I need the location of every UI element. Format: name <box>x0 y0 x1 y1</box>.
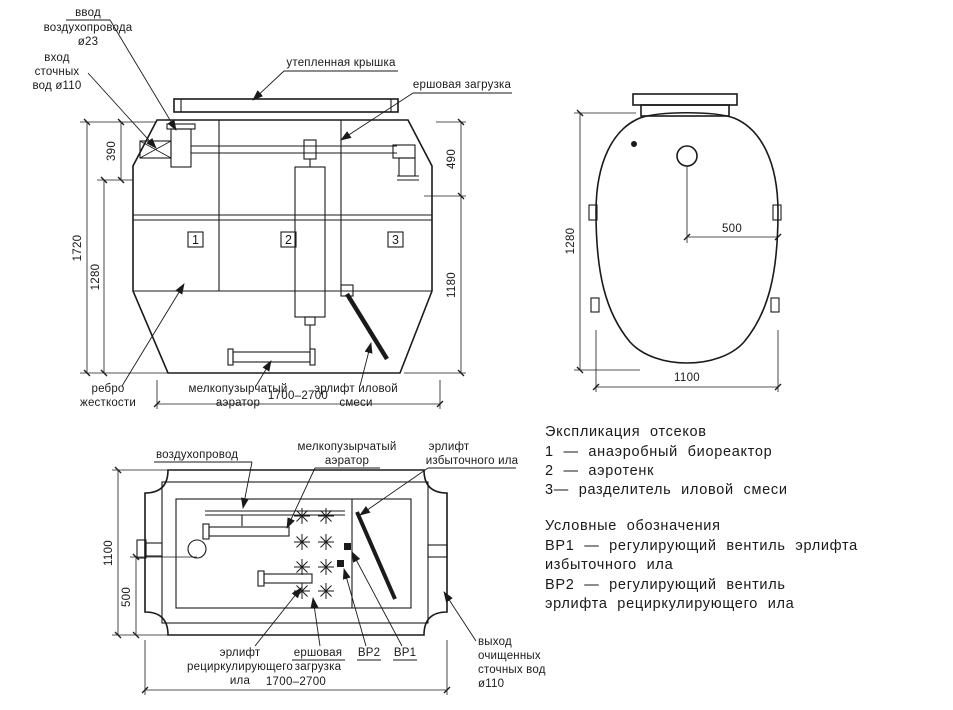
brush-media-block <box>294 166 326 349</box>
label-outlet-line4: ø110 <box>478 678 504 690</box>
label-aerator-plan-line2: аэратор <box>325 455 369 467</box>
dim-500-top: 500 <box>722 223 742 235</box>
dim-1280-top: 1280 <box>565 228 577 255</box>
label-recirc-airlift-line1: эрлифт <box>220 647 261 659</box>
label-insulated-cover: утепленная крышка <box>286 57 396 69</box>
legend-vr2-line2: эрлифта рециркулирующего ила <box>545 596 795 612</box>
vent-point <box>631 141 637 147</box>
legend-vr2-line1: ВР2 — регулирующий вентиль <box>545 577 786 593</box>
label-sludge-airlift-line1: эрлифт иловой <box>314 383 398 395</box>
label-outlet-line3: сточных вод <box>478 664 546 676</box>
dim-1280-front: 1280 <box>90 264 102 291</box>
dim-width-plan: 1700–2700 <box>266 676 326 688</box>
label-excess-airlift-line1: эрлифт <box>429 441 470 453</box>
compartment-3-tag: 3 <box>392 233 399 247</box>
legend-compartment-3: 3— разделитель иловой смеси <box>545 482 788 498</box>
label-excess-airlift-line2: избыточного ила <box>426 455 519 467</box>
label-stiffening-rib-line2: жесткости <box>80 397 136 409</box>
fine-bubble-aerator <box>227 348 316 366</box>
air-distribution-pipe <box>191 139 397 167</box>
legend-compartments-title: Экспликация отсеков <box>545 424 707 440</box>
plan-diffuser-stars <box>293 507 335 600</box>
label-aerator-front-line2: аэратор <box>216 397 260 409</box>
plan-aerators <box>202 523 313 587</box>
dim-490: 490 <box>446 149 458 169</box>
label-sludge-airlift-line2: смеси <box>339 397 372 409</box>
legend-text: Экспликация отсеков 1 — анаэробный биоре… <box>545 424 858 612</box>
label-air-inlet-line2: воздухопровода <box>44 22 133 34</box>
top-view: 500 1280 1100 <box>565 93 782 392</box>
label-aerator-front-line1: мелкопузырчатый <box>189 383 288 395</box>
label-outlet-line2: очищенных <box>478 650 541 662</box>
plan-inlet <box>136 539 207 559</box>
valve-vr1 <box>344 543 351 550</box>
insulated-cover <box>173 98 399 113</box>
dim-1100-top: 1100 <box>674 372 700 384</box>
legend-compartment-2: 2 — аэротенк <box>545 463 654 479</box>
label-stiffening-rib-line1: ребро <box>91 383 124 395</box>
label-air-duct: воздухопровод <box>156 449 238 461</box>
legend-symbols-title: Условные обозначения <box>545 518 721 534</box>
sludge-airlift-pipe <box>340 284 389 361</box>
label-brush-media-plan-line1: ершовая <box>294 647 342 659</box>
plan-view: 1100 500 1700–2700 воздухопровод мелкопу… <box>103 441 546 695</box>
outlet-elbow <box>392 144 419 181</box>
label-brush-media-front: ершовая загрузка <box>413 79 512 91</box>
label-brush-media-plan-line2: загрузка <box>295 661 342 673</box>
label-recirc-airlift-line2: рециркулирующего <box>187 661 293 673</box>
front-callouts: ввод воздухопровода ø23 вход сточных вод… <box>33 7 512 409</box>
label-vr1: ВР1 <box>394 647 416 659</box>
compartment-1-tag: 1 <box>192 233 199 247</box>
label-recirc-airlift-line3: ила <box>230 675 251 687</box>
label-outlet-line1: выход <box>478 636 512 648</box>
label-inlet-line1: вход <box>44 52 69 64</box>
legend-compartment-1: 1 — анаэробный биореактор <box>545 444 772 460</box>
compartment-tags: 1 2 3 <box>187 231 404 248</box>
dim-1180: 1180 <box>446 272 458 298</box>
label-inlet-line2: сточных <box>35 66 80 78</box>
label-inlet-line3: вод ø110 <box>33 80 82 92</box>
label-air-inlet-line3: ø23 <box>78 36 98 48</box>
plan-valves <box>337 543 351 567</box>
hatch-circle <box>676 145 698 167</box>
plan-outlet <box>427 544 448 558</box>
dim-width-front: 1700–2700 <box>268 390 328 402</box>
plan-dimensions: 1100 500 1700–2700 <box>103 466 451 695</box>
dim-1100-plan: 1100 <box>103 540 115 566</box>
compartment-2-tag: 2 <box>285 233 292 247</box>
label-air-inlet-line1: ввод <box>75 7 101 19</box>
top-view-body <box>588 93 782 364</box>
legend-vr1-line1: ВР1 — регулирующий вентиль эрлифта <box>545 538 858 554</box>
label-vr2: ВР2 <box>358 647 380 659</box>
top-view-dimensions: 500 1280 1100 <box>565 109 782 392</box>
dim-500-plan: 500 <box>121 587 133 607</box>
front-view: 1 2 3 390 1280 1720 490 1180 1700–2700 <box>33 7 512 409</box>
dim-390: 390 <box>106 141 118 161</box>
label-aerator-plan-line1: мелкопузырчатый <box>298 441 397 453</box>
valve-vr2 <box>337 560 344 567</box>
plan-outline <box>144 469 448 636</box>
plan-callouts: воздухопровод мелкопузырчатый аэратор эр… <box>154 441 546 690</box>
front-dimensions: 390 1280 1720 490 1180 1700–2700 <box>72 118 466 409</box>
inlet-pipe-assembly <box>139 123 196 168</box>
dim-1720: 1720 <box>72 235 84 262</box>
legend-vr1-line2: избыточного ила <box>545 557 674 573</box>
